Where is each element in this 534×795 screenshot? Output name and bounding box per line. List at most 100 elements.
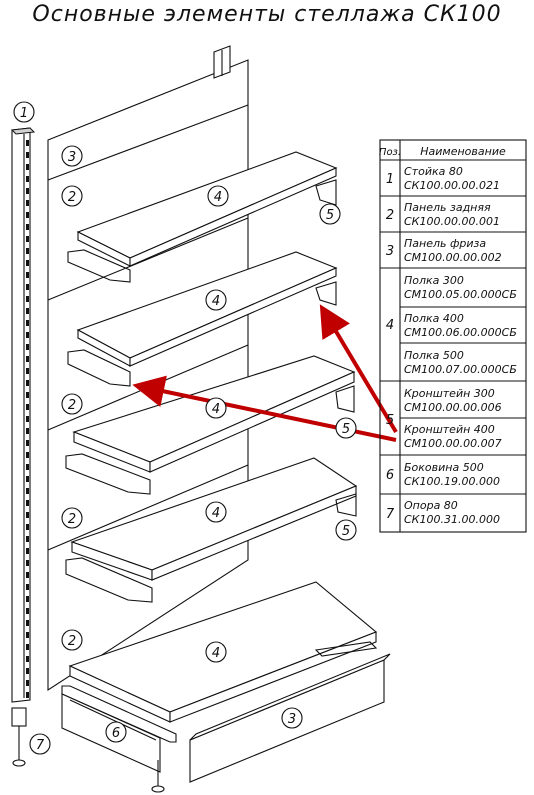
callout-2-c: 2 [61, 507, 83, 529]
foot-right [151, 760, 165, 793]
post-slot [26, 188, 29, 194]
post-slot [26, 692, 29, 698]
table-header-name: Наименование [420, 145, 506, 158]
row-name-4: Полка 300 [404, 274, 464, 287]
svg-text:4: 4 [212, 402, 220, 417]
post-slot [26, 320, 29, 326]
svg-text:5: 5 [342, 524, 350, 539]
callout-2-a: 2 [61, 185, 83, 207]
callout-6: 6 [105, 721, 127, 743]
row-pos-1: 1 [386, 172, 394, 187]
post-slot [26, 296, 29, 302]
post-slot [26, 680, 29, 686]
post-slot [26, 284, 29, 290]
callout-5-b: 5 [335, 417, 357, 439]
arrow-to-bracket-300 [319, 304, 398, 434]
row-code-5: СМ100.06.00.000СБ [404, 326, 517, 339]
post-slot [26, 392, 29, 398]
svg-text:4: 4 [212, 506, 220, 521]
callout-4-c: 4 [205, 397, 227, 419]
post-slot [26, 164, 29, 170]
shelf-1 [67, 151, 338, 283]
row-pos-2: 2 [386, 208, 394, 223]
svg-text:4: 4 [214, 190, 222, 205]
post-slot [26, 140, 29, 146]
post-slot [26, 404, 29, 410]
post-slot [26, 596, 29, 602]
post-slot [26, 572, 29, 578]
post-slot [26, 380, 29, 386]
row-pos-3: 3 [386, 244, 394, 259]
svg-text:3: 3 [288, 712, 296, 727]
row-code-10: СК100.31.00.000 [404, 513, 500, 526]
diagram-title: Основные элементы стеллажа СК100 [32, 2, 502, 27]
post-slot [26, 224, 29, 230]
callout-5-a: 5 [319, 203, 341, 225]
row-pos-5: 5 [386, 413, 394, 428]
callout-5-c: 5 [335, 519, 357, 541]
svg-text:4: 4 [212, 646, 220, 661]
callout-1: 1 [13, 101, 35, 123]
post-slot [26, 368, 29, 374]
svg-text:2: 2 [68, 398, 76, 413]
callout-3-top: 3 [61, 145, 83, 167]
post-slot [26, 632, 29, 638]
row-name-1: Стойка 80 [404, 165, 463, 178]
row-code-6: СМ100.07.00.000СБ [404, 363, 517, 376]
row-name-6: Полка 500 [404, 349, 464, 362]
post-slot [26, 524, 29, 530]
callout-4-d: 4 [205, 501, 227, 523]
post-slot [26, 152, 29, 158]
post-slot [26, 500, 29, 506]
post-slot [26, 260, 29, 266]
post-slot [26, 488, 29, 494]
post-slot [26, 452, 29, 458]
row-name-7: Кронштейн 300 [404, 387, 495, 400]
svg-text:3: 3 [68, 150, 76, 165]
post-slot [26, 356, 29, 362]
upright-post [10, 127, 36, 703]
foot-left [11, 707, 27, 767]
post-slot [26, 644, 29, 650]
row-name-8: Кронштейн 400 [404, 423, 495, 436]
post-slot [26, 560, 29, 566]
post-slot [26, 668, 29, 674]
table-header-pos: Поз. [379, 147, 401, 158]
row-name-9: Боковина 500 [404, 461, 484, 474]
row-pos-7: 7 [386, 507, 395, 522]
svg-text:5: 5 [326, 208, 334, 223]
post-slot [26, 176, 29, 182]
post-slot [26, 428, 29, 434]
svg-text:7: 7 [36, 738, 45, 753]
post-slot [26, 584, 29, 590]
svg-text:1: 1 [20, 106, 28, 121]
post-slot [26, 476, 29, 482]
post-slot [26, 536, 29, 542]
post-slot [26, 200, 29, 206]
row-code-2: СК100.00.00.001 [404, 215, 500, 228]
row-code-1: СК100.00.00.021 [404, 179, 500, 192]
row-code-4: СМ100.05.00.000СБ [404, 288, 517, 301]
callout-4-a: 4 [207, 185, 229, 207]
post-slot [26, 212, 29, 218]
row-code-3: СМ100.00.00.002 [404, 251, 502, 264]
callout-3-bottom: 3 [281, 707, 303, 729]
callout-7: 7 [29, 733, 51, 755]
post-slot [26, 416, 29, 422]
post-slot [26, 620, 29, 626]
post-slot [26, 332, 29, 338]
row-code-8: СМ100.00.00.007 [404, 437, 502, 450]
parts-table: Поз. Наименование 1 Стойка 80 СК100.00.0… [379, 139, 527, 533]
callouts: 1 3 2 2 2 2 4 4 4 4 4 5 5 5 3 6 7 [13, 101, 357, 755]
post-slot [26, 236, 29, 242]
callout-2-d: 2 [61, 629, 83, 651]
svg-text:6: 6 [112, 726, 120, 741]
callout-2-b: 2 [61, 393, 83, 415]
row-name-2: Панель задняя [404, 201, 491, 214]
svg-text:2: 2 [68, 634, 76, 649]
row-pos-4: 4 [386, 318, 394, 333]
row-name-3: Панель фриза [404, 237, 486, 250]
svg-text:5: 5 [342, 422, 350, 437]
post-slot [26, 608, 29, 614]
